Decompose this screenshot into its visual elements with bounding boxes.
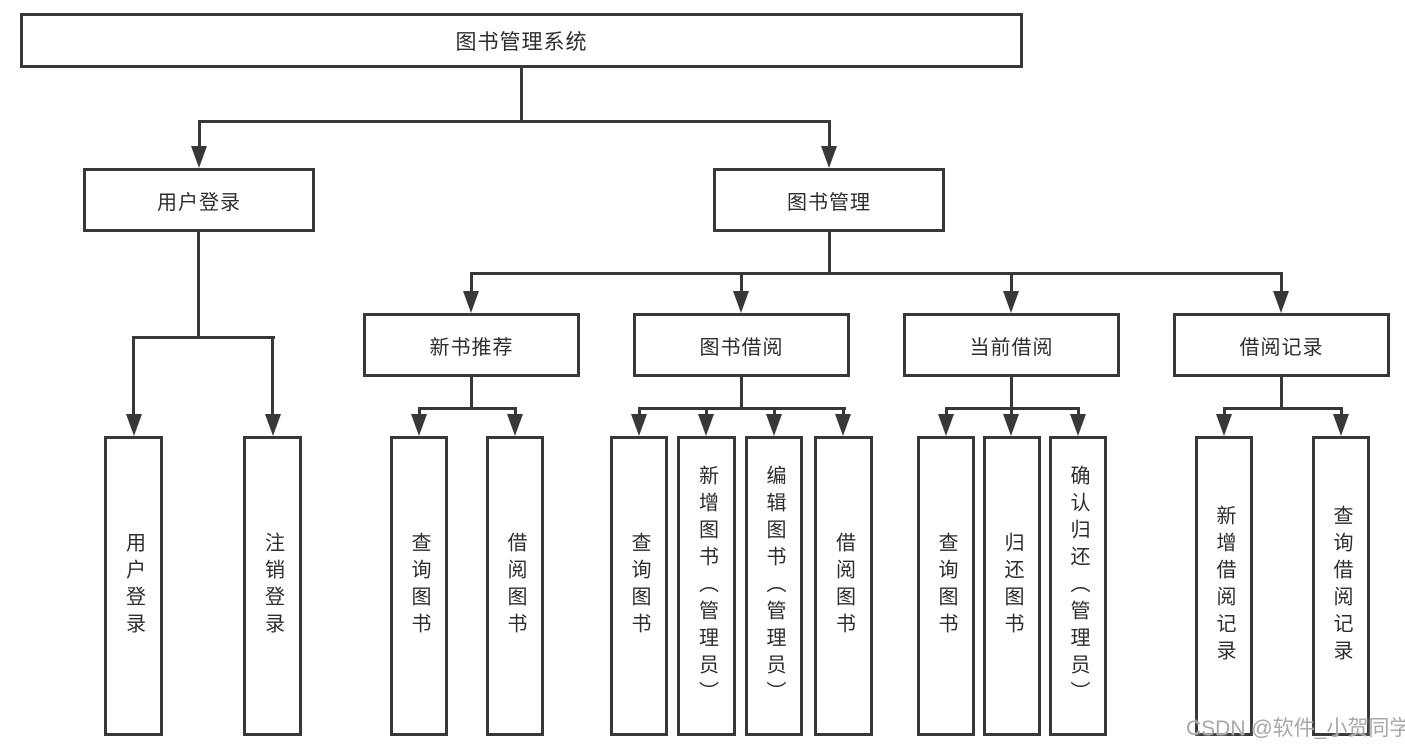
leaf-borrow-add: 新增图书（管理员） [677, 436, 736, 736]
arrow-down-icon [1003, 414, 1019, 436]
arrow-down-icon [821, 146, 837, 168]
arrow-down-icon [1273, 291, 1289, 313]
edge-line [470, 272, 473, 294]
arrow-down-icon [126, 414, 142, 436]
leaf-borrow-edit: 编辑图书（管理员） [745, 436, 803, 736]
node-new-book-rec-label: 新书推荐 [429, 336, 514, 359]
arrow-down-icon [698, 414, 714, 436]
edge-line [740, 377, 743, 409]
leaf-newbook-query: 查询图书 [390, 436, 448, 736]
arrow-down-icon [1003, 291, 1019, 313]
leaf-borrow-borrow-label: 借阅图书 [832, 532, 855, 640]
edge-line [828, 120, 831, 150]
leaf-current-query-label: 查询图书 [935, 532, 957, 640]
edge-line [198, 120, 201, 150]
node-book-borrow-label: 图书借阅 [699, 336, 784, 359]
leaf-borrow-borrow: 借阅图书 [814, 436, 873, 736]
edge-line [1340, 407, 1343, 419]
arrow-down-icon [1216, 414, 1232, 436]
edge-line [1223, 407, 1343, 410]
node-user-login: 用户登录 [83, 168, 315, 232]
node-current-borrow-label: 当前借阅 [969, 336, 1054, 359]
edge-line [470, 272, 1283, 275]
edge-line [132, 336, 275, 339]
node-user-login-label: 用户登录 [157, 191, 241, 214]
arrow-down-icon [265, 414, 281, 436]
leaf-newbook-query-label: 查询图书 [408, 532, 430, 640]
leaf-newbook-borrow-label: 借阅图书 [504, 532, 526, 640]
leaf-borrow-edit-label: 编辑图书（管理员） [763, 464, 785, 708]
leaf-records-query-label: 查询借阅记录 [1330, 505, 1352, 667]
edge-line [740, 272, 743, 294]
leaf-records-add: 新增借阅记录 [1195, 436, 1253, 736]
arrow-down-icon [766, 414, 782, 436]
leaf-records-add-label: 新增借阅记录 [1213, 505, 1235, 667]
leaf-borrow-query-label: 查询图书 [628, 532, 650, 640]
arrow-down-icon [1333, 414, 1349, 436]
leaf-current-return-label: 归还图书 [1001, 532, 1023, 640]
node-root: 图书管理系统 [20, 13, 1023, 68]
edge-line [418, 407, 517, 410]
csdn-watermark: CSDN @软件_小贺同学 [1186, 717, 1405, 740]
node-book-mgmt: 图书管理 [713, 168, 945, 232]
edge-line [1280, 272, 1283, 294]
edge-line [418, 407, 421, 419]
leaf-current-confirm-label: 确认归还（管理员） [1067, 464, 1089, 708]
edge-line [705, 407, 708, 419]
edge-line [1010, 377, 1013, 409]
edge-line [520, 68, 523, 123]
leaf-newbook-borrow: 借阅图书 [486, 436, 544, 736]
edge-line [1223, 407, 1226, 419]
node-current-borrow: 当前借阅 [903, 313, 1120, 377]
edge-line [1010, 272, 1013, 294]
edge-line [132, 336, 135, 418]
edge-line [638, 407, 641, 419]
leaf-logout: 注销登录 [243, 436, 302, 736]
edge-line [1280, 377, 1283, 409]
arrow-down-icon [411, 414, 427, 436]
leaf-records-query: 查询借阅记录 [1312, 436, 1370, 736]
leaf-current-query: 查询图书 [917, 436, 975, 736]
edge-line [842, 407, 845, 419]
leaf-current-confirm: 确认归还（管理员） [1049, 436, 1107, 736]
edge-line [945, 407, 948, 419]
node-borrow-records-label: 借阅记录 [1239, 336, 1324, 359]
leaf-user-login: 用户登录 [104, 436, 163, 736]
arrow-down-icon [191, 146, 207, 168]
edge-line [514, 407, 517, 419]
arrow-down-icon [463, 291, 479, 313]
node-new-book-rec: 新书推荐 [363, 313, 580, 377]
node-book-borrow: 图书借阅 [633, 313, 850, 377]
leaf-user-login-label: 用户登录 [122, 532, 145, 640]
node-book-mgmt-label: 图书管理 [787, 191, 871, 214]
edge-line [1077, 407, 1080, 419]
edge-line [638, 407, 846, 410]
leaf-current-return: 归还图书 [983, 436, 1041, 736]
arrow-down-icon [507, 414, 523, 436]
edge-line [271, 336, 274, 418]
leaf-borrow-query: 查询图书 [610, 436, 668, 736]
leaf-borrow-add-label: 新增图书（管理员） [695, 464, 718, 708]
node-borrow-records: 借阅记录 [1173, 313, 1390, 377]
arrow-down-icon [733, 291, 749, 313]
edge-line [198, 120, 831, 123]
edge-line [470, 377, 473, 409]
arrow-down-icon [938, 414, 954, 436]
arrow-down-icon [631, 414, 647, 436]
edge-line [828, 232, 831, 275]
edge-line [773, 407, 776, 419]
edge-line [197, 232, 200, 339]
edge-line [1010, 407, 1013, 419]
arrow-down-icon [1070, 414, 1086, 436]
arrow-down-icon [835, 414, 851, 436]
leaf-logout-label: 注销登录 [261, 532, 284, 640]
node-root-label: 图书管理系统 [455, 30, 588, 54]
